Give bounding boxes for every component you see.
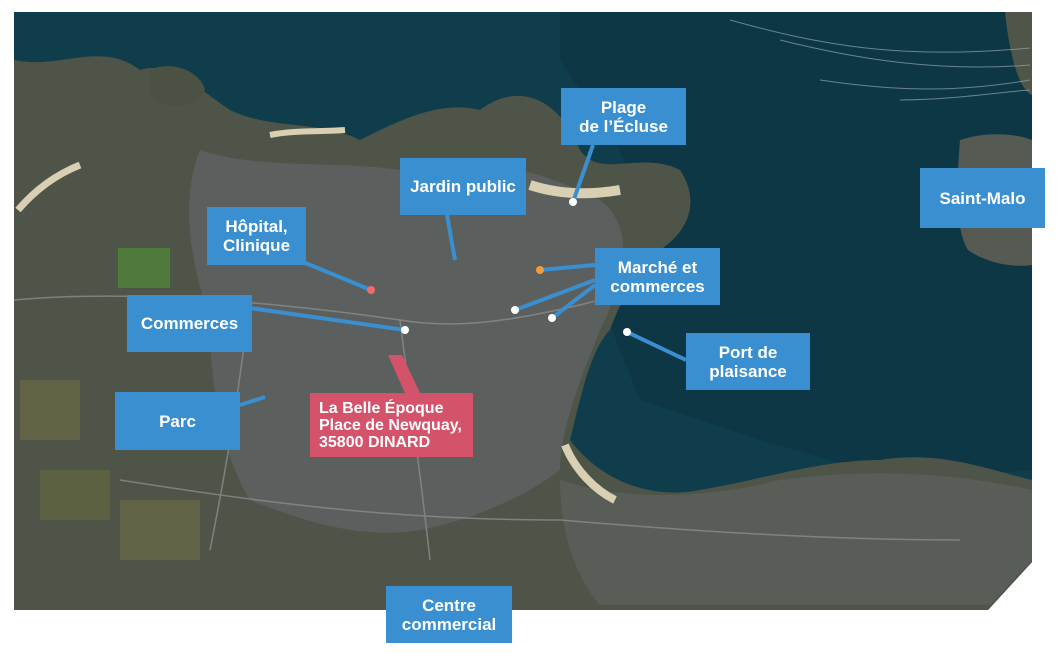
beach-prieure — [561, 443, 617, 504]
label-commerces[interactable]: Commerces — [127, 295, 252, 352]
south-town-area — [560, 473, 1032, 605]
label-parc[interactable]: Parc — [115, 392, 240, 450]
beach-north — [269, 127, 346, 138]
label-hopital-clinique[interactable]: Hôpital, Clinique — [207, 207, 306, 265]
label-address[interactable]: La Belle Époque Place de Newquay, 35800 … — [310, 393, 473, 457]
map-points — [367, 198, 631, 336]
label-jardin-public[interactable]: Jardin public — [400, 158, 526, 215]
island — [150, 66, 205, 106]
label-centre-commercial[interactable]: Centre commercial — [386, 586, 512, 643]
label-saint-malo[interactable]: Saint-Malo — [920, 168, 1045, 228]
pointer-lines — [239, 144, 687, 407]
beach-west — [15, 161, 82, 213]
label-port-plaisance[interactable]: Port de plaisance — [686, 333, 810, 390]
ferry-routes — [729, 19, 1031, 101]
field — [20, 380, 80, 440]
label-marche-commerces[interactable]: Marché et commerces — [595, 248, 720, 305]
field — [40, 470, 110, 520]
stadium — [118, 248, 170, 288]
label-plage-ecluse[interactable]: Plage de l’Écluse — [561, 88, 686, 145]
address-pointer — [388, 355, 420, 393]
field — [120, 500, 200, 560]
top-right-land — [1005, 12, 1032, 95]
